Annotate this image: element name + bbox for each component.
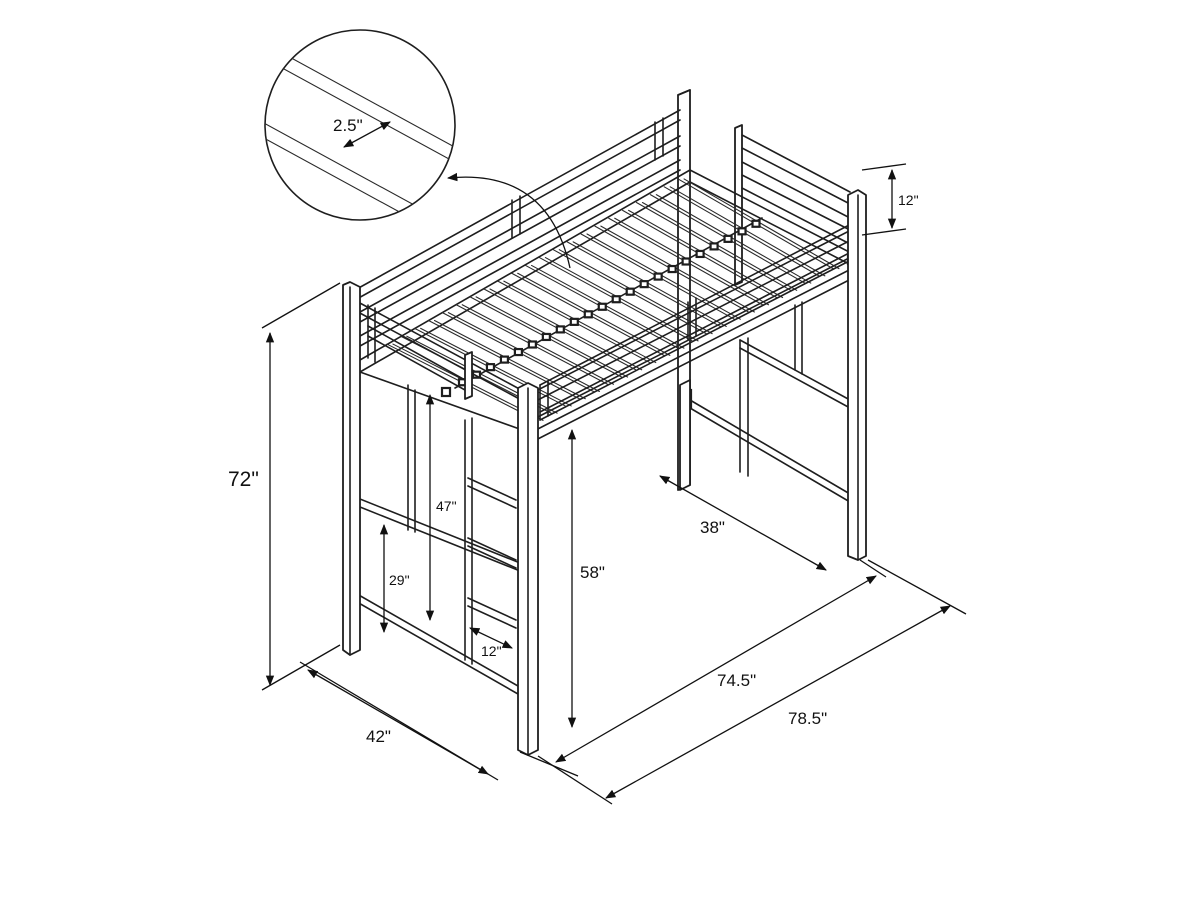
slat-clip: [681, 257, 691, 266]
slat-clip: [709, 242, 719, 251]
slat: [517, 272, 671, 356]
slat-clip: [639, 280, 649, 289]
slat: [641, 201, 798, 291]
slat-clip: [485, 363, 496, 372]
slat: [461, 304, 615, 385]
slat-detail-callout: 2.5": [264, 29, 571, 269]
front-guardrail: [527, 221, 856, 421]
dimension-lines: 72" 58" 47" 29" 12" 12" 38" 42" 74.5": [228, 163, 967, 805]
post-front-left: [342, 281, 361, 656]
slat-clip: [625, 287, 635, 296]
slat-clip: [499, 355, 510, 364]
post-front-corner: [517, 382, 539, 756]
slat: [655, 194, 812, 284]
dim-inner-width: 38": [700, 518, 725, 537]
slat-clip: [751, 219, 761, 228]
slat: [558, 249, 713, 335]
post-foot-right: [847, 189, 867, 561]
slat-clip: [695, 249, 705, 259]
slat-clip: [653, 272, 663, 281]
slat-clip: [541, 332, 551, 342]
slat: [420, 327, 572, 407]
slat-clip: [583, 310, 593, 319]
slat: [475, 296, 629, 378]
slat: [489, 288, 643, 371]
slat-clip: [569, 317, 579, 326]
back-guardrail: [354, 109, 681, 347]
leg-back-right: [679, 379, 691, 491]
slat: [447, 312, 600, 393]
slat-clips: [457, 219, 761, 387]
callout-arrow: [446, 172, 571, 269]
slat: [586, 233, 741, 320]
slat: [628, 209, 784, 299]
slat: [683, 178, 840, 270]
slat-clip: [527, 340, 537, 349]
dim-slat-spacing: 2.5": [333, 116, 363, 135]
bracket: [440, 386, 452, 398]
slat: [600, 225, 755, 313]
dim-rail-height: 29": [389, 572, 410, 588]
slat: [544, 257, 699, 342]
slat: [531, 264, 685, 349]
slat: [614, 217, 770, 306]
slat: [433, 319, 586, 400]
dim-clearance: 58": [580, 563, 605, 582]
slat: [503, 280, 657, 364]
slat-clip: [555, 325, 565, 334]
slat-clip: [737, 227, 747, 236]
slat: [572, 241, 727, 327]
dim-length: 78.5": [788, 709, 827, 728]
slat-clip: [723, 234, 733, 243]
dim-width: 42": [366, 727, 391, 746]
dim-total-height: 72": [228, 468, 259, 491]
slat-clip: [597, 302, 607, 311]
slat-clip: [667, 264, 677, 274]
dim-guardrail-height: 12": [898, 192, 919, 208]
dim-inner-length: 74.5": [717, 671, 756, 690]
head-guardrail: [357, 301, 526, 403]
slat-clip: [513, 347, 523, 357]
dim-ladder-height: 47": [436, 498, 457, 514]
slat: [669, 186, 826, 277]
slat-clip: [611, 295, 621, 304]
dim-ladder-width: 12": [481, 643, 502, 659]
